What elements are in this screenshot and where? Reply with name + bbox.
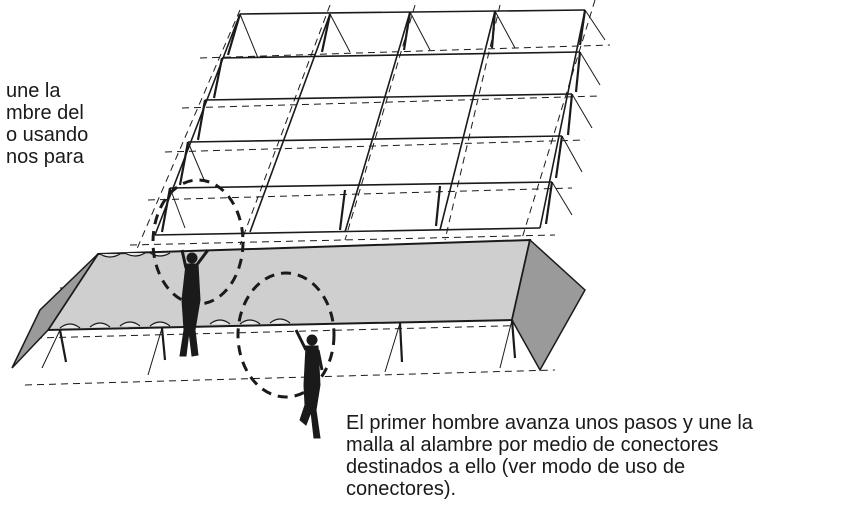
- worker-figure-1: [179, 249, 210, 357]
- caption-left-line: mbre del: [6, 102, 84, 124]
- overhead-wire-grid: [154, 9, 586, 236]
- brace-lines: [169, 9, 606, 229]
- caption-right: El primer hombre avanza unos pasos y une…: [346, 412, 753, 500]
- lower-posts: [58, 319, 517, 363]
- caption-left-fragment: une la mbre del o usando nos para: [6, 80, 88, 168]
- caption-left-line: o usando: [6, 124, 89, 146]
- support-posts: [160, 9, 587, 233]
- caption-right-line: malla al alambre por medio de conectores: [346, 434, 719, 456]
- highlight-circle-upper: [151, 178, 245, 306]
- highlight-circle-lower: [236, 271, 336, 399]
- mesh-connector-clips: [59, 252, 291, 329]
- lower-brace-lines: [41, 319, 513, 376]
- mesh-side-panel-right: [511, 238, 586, 372]
- caption-right-line: conectores).: [346, 478, 457, 500]
- shade-mesh-panel: [46, 238, 532, 332]
- mesh-side-panel-left: [11, 253, 99, 369]
- caption-right-line: destinados a ello (ver modo de uso de: [346, 456, 686, 478]
- caption-left-line: une la: [6, 80, 61, 102]
- caption-left-line: nos para: [6, 146, 84, 168]
- worker-figure-2: [294, 329, 324, 439]
- caption-right-line: El primer hombre avanza unos pasos y une…: [346, 412, 753, 434]
